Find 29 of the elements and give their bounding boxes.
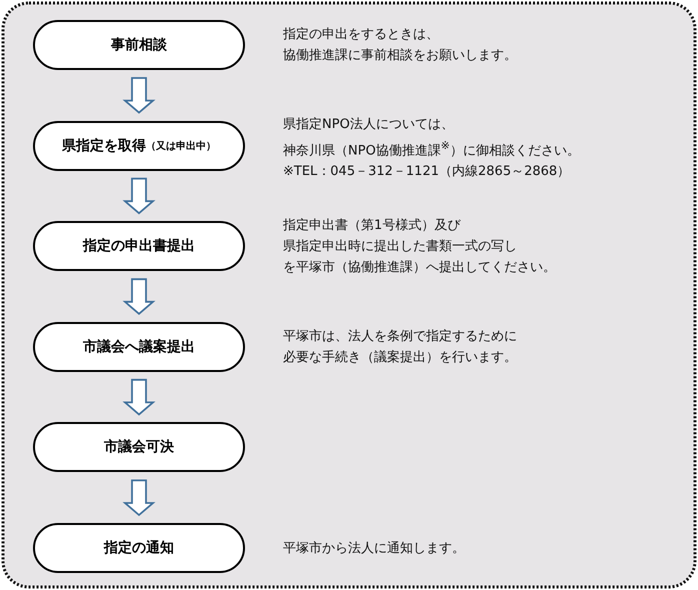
process-pill — [33, 422, 245, 472]
process-pill — [33, 120, 245, 171]
description-text: 指定申出書（第1号様式）及び — [283, 216, 460, 235]
step-label: 市議会へ議案提出 — [83, 338, 195, 356]
process-pill — [33, 20, 245, 70]
description-text: 指定の申出をするときは、 — [283, 26, 439, 44]
description-text: 平塚市は、法人を条例で指定するために — [283, 328, 517, 346]
process-pill — [33, 221, 245, 272]
description-text: 必要な手続き（議案提出）を行います。 — [283, 348, 517, 367]
step-label: 事前相談 — [111, 36, 167, 54]
description-text: 協働推進課に事前相談をお願いします。 — [283, 47, 517, 65]
step-label: 県指定を取得 — [62, 136, 146, 155]
description-text: 平塚市から法人に通知します。 — [283, 540, 465, 558]
process-pill — [33, 523, 245, 573]
description-text: 県指定申出時に提出した書類一式の写し — [283, 238, 517, 256]
description-text: を平塚市（協働推進課）へ提出してください。 — [283, 258, 556, 277]
arrow — [122, 77, 156, 114]
arrow — [122, 378, 156, 416]
step-label: 市議会可決 — [104, 438, 174, 456]
arrow — [122, 178, 156, 214]
description-text: 神奈川県（NPO協働推進課$^{※}$）に御相談ください。 — [283, 138, 580, 160]
arrow — [122, 278, 156, 315]
step-label: 指定の通知 — [104, 539, 174, 557]
description-text: ※TEL：045－312－1121（内線2865～2868） — [283, 163, 570, 182]
arrow — [122, 480, 156, 516]
process-pill — [33, 322, 245, 372]
step-note: （又は申出中） — [146, 140, 216, 153]
step-label: 指定の申出書提出 — [83, 237, 195, 256]
description-text: 県指定NPO法人については、 — [283, 116, 454, 134]
